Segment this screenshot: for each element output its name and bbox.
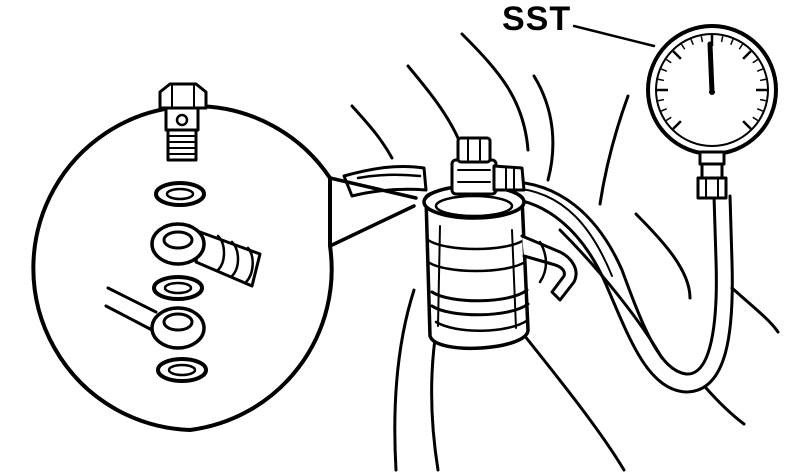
gauge-tick <box>657 78 665 82</box>
gauge-tick <box>660 68 668 72</box>
detail-callout <box>31 82 418 432</box>
gauge-tick <box>672 50 682 60</box>
sst-label: SST <box>502 0 572 38</box>
detail-union-bolt <box>158 82 208 162</box>
gauge-tick <box>756 108 764 112</box>
gauge-tick <box>660 108 668 112</box>
detail-gauge-fitting <box>104 286 206 350</box>
gauge-hose <box>492 179 734 394</box>
fuel-filter <box>422 184 578 351</box>
gauge-tick <box>742 120 752 130</box>
gauge-tick <box>690 38 694 46</box>
detail-washer-1 <box>154 181 206 207</box>
gauge-tick <box>756 68 764 72</box>
gauge-tick <box>742 50 752 60</box>
gauge-tick <box>657 98 665 102</box>
gauge-tick <box>680 43 686 50</box>
inlet-hose <box>342 164 428 198</box>
union-bolt <box>450 136 526 196</box>
gauge-tick <box>738 43 744 50</box>
gauge-tick <box>752 116 759 122</box>
pressure-gauge <box>646 24 778 200</box>
detail-washer-3 <box>156 357 208 383</box>
gauge-tick <box>665 58 672 64</box>
gauge-tick <box>759 78 767 82</box>
gauge-tick <box>700 35 704 43</box>
detail-banjo-fitting <box>150 222 262 288</box>
detail-washer-2 <box>152 275 204 301</box>
gauge-tick <box>720 35 724 43</box>
gauge-tick <box>672 120 682 130</box>
sst-leader-line <box>572 24 656 48</box>
gauge-needle <box>707 41 715 95</box>
gauge-tick <box>752 58 759 64</box>
gauge-ticks <box>657 35 767 130</box>
gauge-tick <box>665 116 672 122</box>
gauge-tick <box>730 38 734 46</box>
gauge-tick <box>759 98 767 102</box>
